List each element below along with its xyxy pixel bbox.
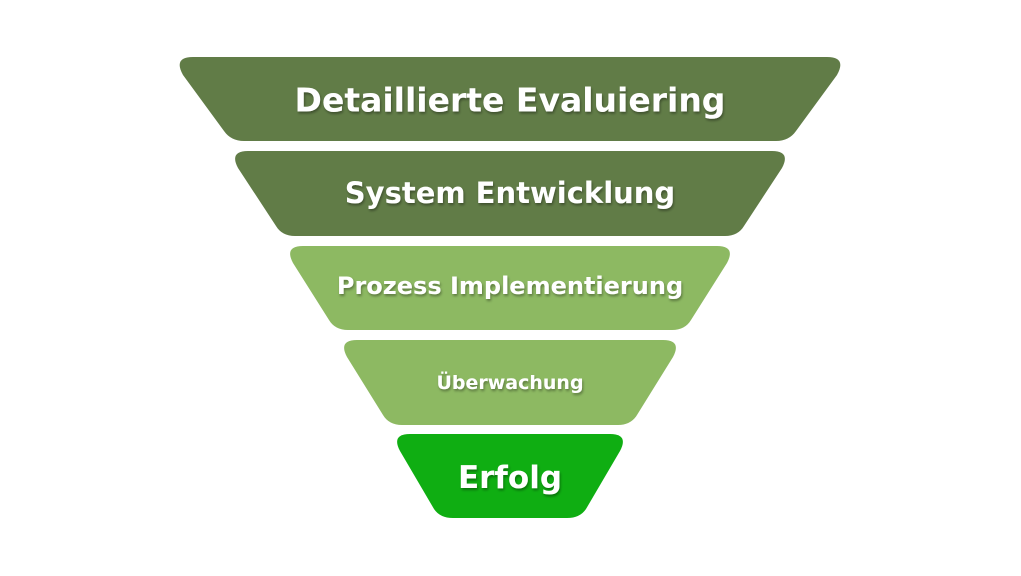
funnel-stage-2-label: System Entwicklung — [345, 176, 675, 210]
funnel-stage-3-shape — [290, 246, 730, 330]
funnel-stage-1-shape — [179, 57, 841, 141]
funnel-stage-2-shape — [235, 151, 785, 236]
funnel-stage-5-label: Erfolg — [458, 460, 562, 496]
funnel-stage-2: System Entwicklung — [235, 151, 785, 236]
funnel-stage-1-label: Detaillierte Evaluiering — [295, 81, 726, 120]
funnel-stage-1: Detaillierte Evaluiering — [179, 57, 841, 141]
funnel-stage-5-shape — [397, 434, 623, 518]
funnel-stage-5: Erfolg — [397, 434, 623, 518]
funnel-stage-4: Überwachung — [344, 340, 676, 425]
funnel-stage-4-shape — [344, 340, 676, 425]
funnel-stage-4-label: Überwachung — [436, 370, 583, 394]
funnel-stage-3: Prozess Implementierung — [290, 246, 730, 330]
funnel-stage-3-label: Prozess Implementierung — [337, 272, 683, 300]
